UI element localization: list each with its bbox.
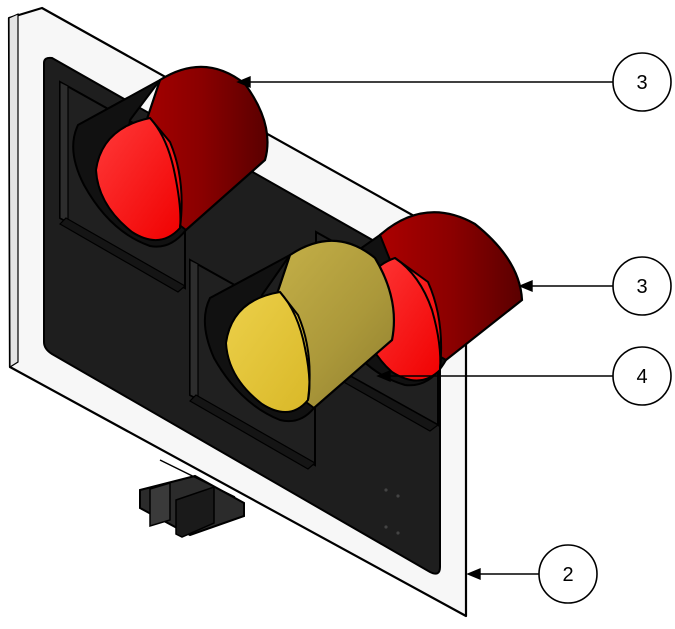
callout-3-lower: 3 [612, 256, 672, 316]
callout-label: 3 [636, 276, 647, 298]
callout-3-upper: 3 [612, 52, 672, 112]
panel-dots [384, 488, 400, 535]
backplate-border-edge [8, 13, 19, 369]
callout-label: 4 [636, 366, 647, 388]
mount-bracket [139, 459, 245, 538]
callout-label: 2 [562, 564, 573, 586]
callout-label: 3 [636, 72, 647, 94]
leader-lines [236, 75, 613, 581]
signal-head-upper-red [59, 65, 269, 293]
callout-2: 2 [538, 544, 598, 604]
signal-head-amber [189, 239, 395, 470]
red-lens-upper [94, 116, 183, 241]
amber-lens [224, 290, 311, 413]
callout-4: 4 [612, 346, 672, 406]
